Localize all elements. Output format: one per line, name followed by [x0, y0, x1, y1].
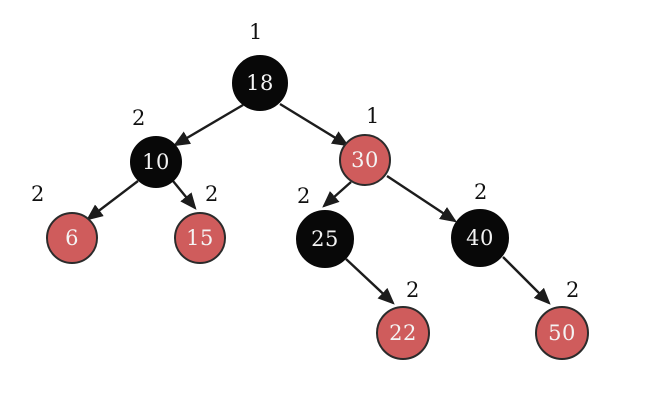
- tree-node-50[interactable]: 50: [535, 306, 589, 360]
- node-tag-6: 2: [31, 182, 45, 206]
- tree-node-30[interactable]: 30: [339, 134, 391, 186]
- tree-edge: [172, 180, 197, 210]
- node-key-label: 10: [142, 149, 170, 174]
- tree-node-6[interactable]: 6: [46, 212, 98, 264]
- tree-edge: [279, 102, 350, 147]
- node-tag-40: 2: [474, 180, 488, 204]
- tree-node-10[interactable]: 10: [130, 136, 182, 188]
- node-tag-15: 2: [205, 182, 219, 206]
- tree-edge: [172, 103, 244, 147]
- tree-edge: [86, 180, 139, 221]
- node-key-label: 15: [186, 225, 214, 250]
- node-tag-30: 1: [366, 104, 380, 128]
- node-key-label: 18: [246, 70, 274, 95]
- node-key-label: 30: [351, 147, 379, 172]
- node-key-label: 6: [65, 225, 79, 250]
- node-tag-18: 1: [249, 20, 263, 44]
- node-tag-22: 2: [406, 278, 420, 302]
- tree-edge: [502, 256, 551, 305]
- node-tag-50: 2: [566, 278, 580, 302]
- tree-edge: [345, 258, 395, 305]
- node-tag-10: 2: [132, 106, 146, 130]
- node-key-label: 50: [548, 320, 576, 345]
- tree-node-40[interactable]: 40: [451, 209, 509, 267]
- tree-edge: [386, 174, 458, 223]
- node-key-label: 40: [466, 225, 494, 250]
- node-tag-25: 2: [297, 184, 311, 208]
- tree-node-18[interactable]: 18: [232, 55, 288, 111]
- tree-node-25[interactable]: 25: [296, 210, 354, 268]
- tree-edge: [322, 181, 352, 208]
- node-key-label: 22: [389, 320, 417, 345]
- tree-node-22[interactable]: 22: [376, 306, 430, 360]
- tree-edges: [86, 102, 551, 305]
- tree-node-15[interactable]: 15: [174, 212, 226, 264]
- node-key-label: 25: [311, 226, 339, 251]
